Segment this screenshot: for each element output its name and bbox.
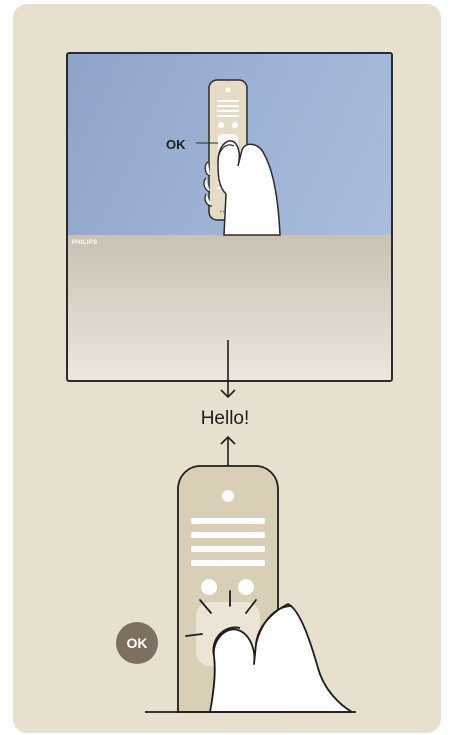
arrow-up-icon (221, 437, 235, 470)
arrow-down-icon (221, 340, 235, 397)
ok-badge: OK (116, 622, 158, 664)
